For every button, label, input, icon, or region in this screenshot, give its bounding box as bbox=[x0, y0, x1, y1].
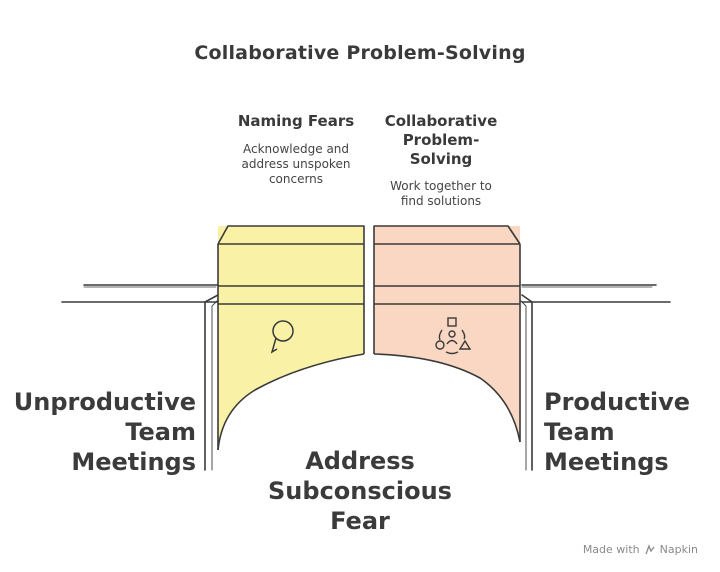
gap-label: Address Subconscious Fear bbox=[268, 447, 452, 535]
right-bank bbox=[519, 284, 671, 471]
productive-meetings-label: Productive Team Meetings bbox=[544, 388, 691, 476]
page-title: Collaborative Problem-Solving bbox=[194, 42, 526, 64]
left-pillar-description: Acknowledge and address unspoken concern… bbox=[241, 142, 351, 186]
brand-text: Napkin bbox=[659, 543, 698, 556]
right-pillar bbox=[373, 225, 521, 443]
left-bank bbox=[61, 284, 219, 471]
napkin-logo-icon bbox=[645, 543, 655, 554]
lightbulb-icon bbox=[270, 320, 294, 354]
collaboration-shapes-icon bbox=[435, 317, 472, 355]
made-with-text: Made with bbox=[582, 543, 640, 556]
right-pillar-description: Work together to find solutions bbox=[390, 179, 492, 208]
unproductive-meetings-label: Unproductive Team Meetings bbox=[13, 388, 196, 476]
footer-credit: Made with Napkin bbox=[583, 543, 698, 556]
left-pillar-heading: Naming Fears bbox=[237, 112, 355, 130]
right-pillar-heading: Collaborative Problem-Solving bbox=[384, 112, 498, 168]
